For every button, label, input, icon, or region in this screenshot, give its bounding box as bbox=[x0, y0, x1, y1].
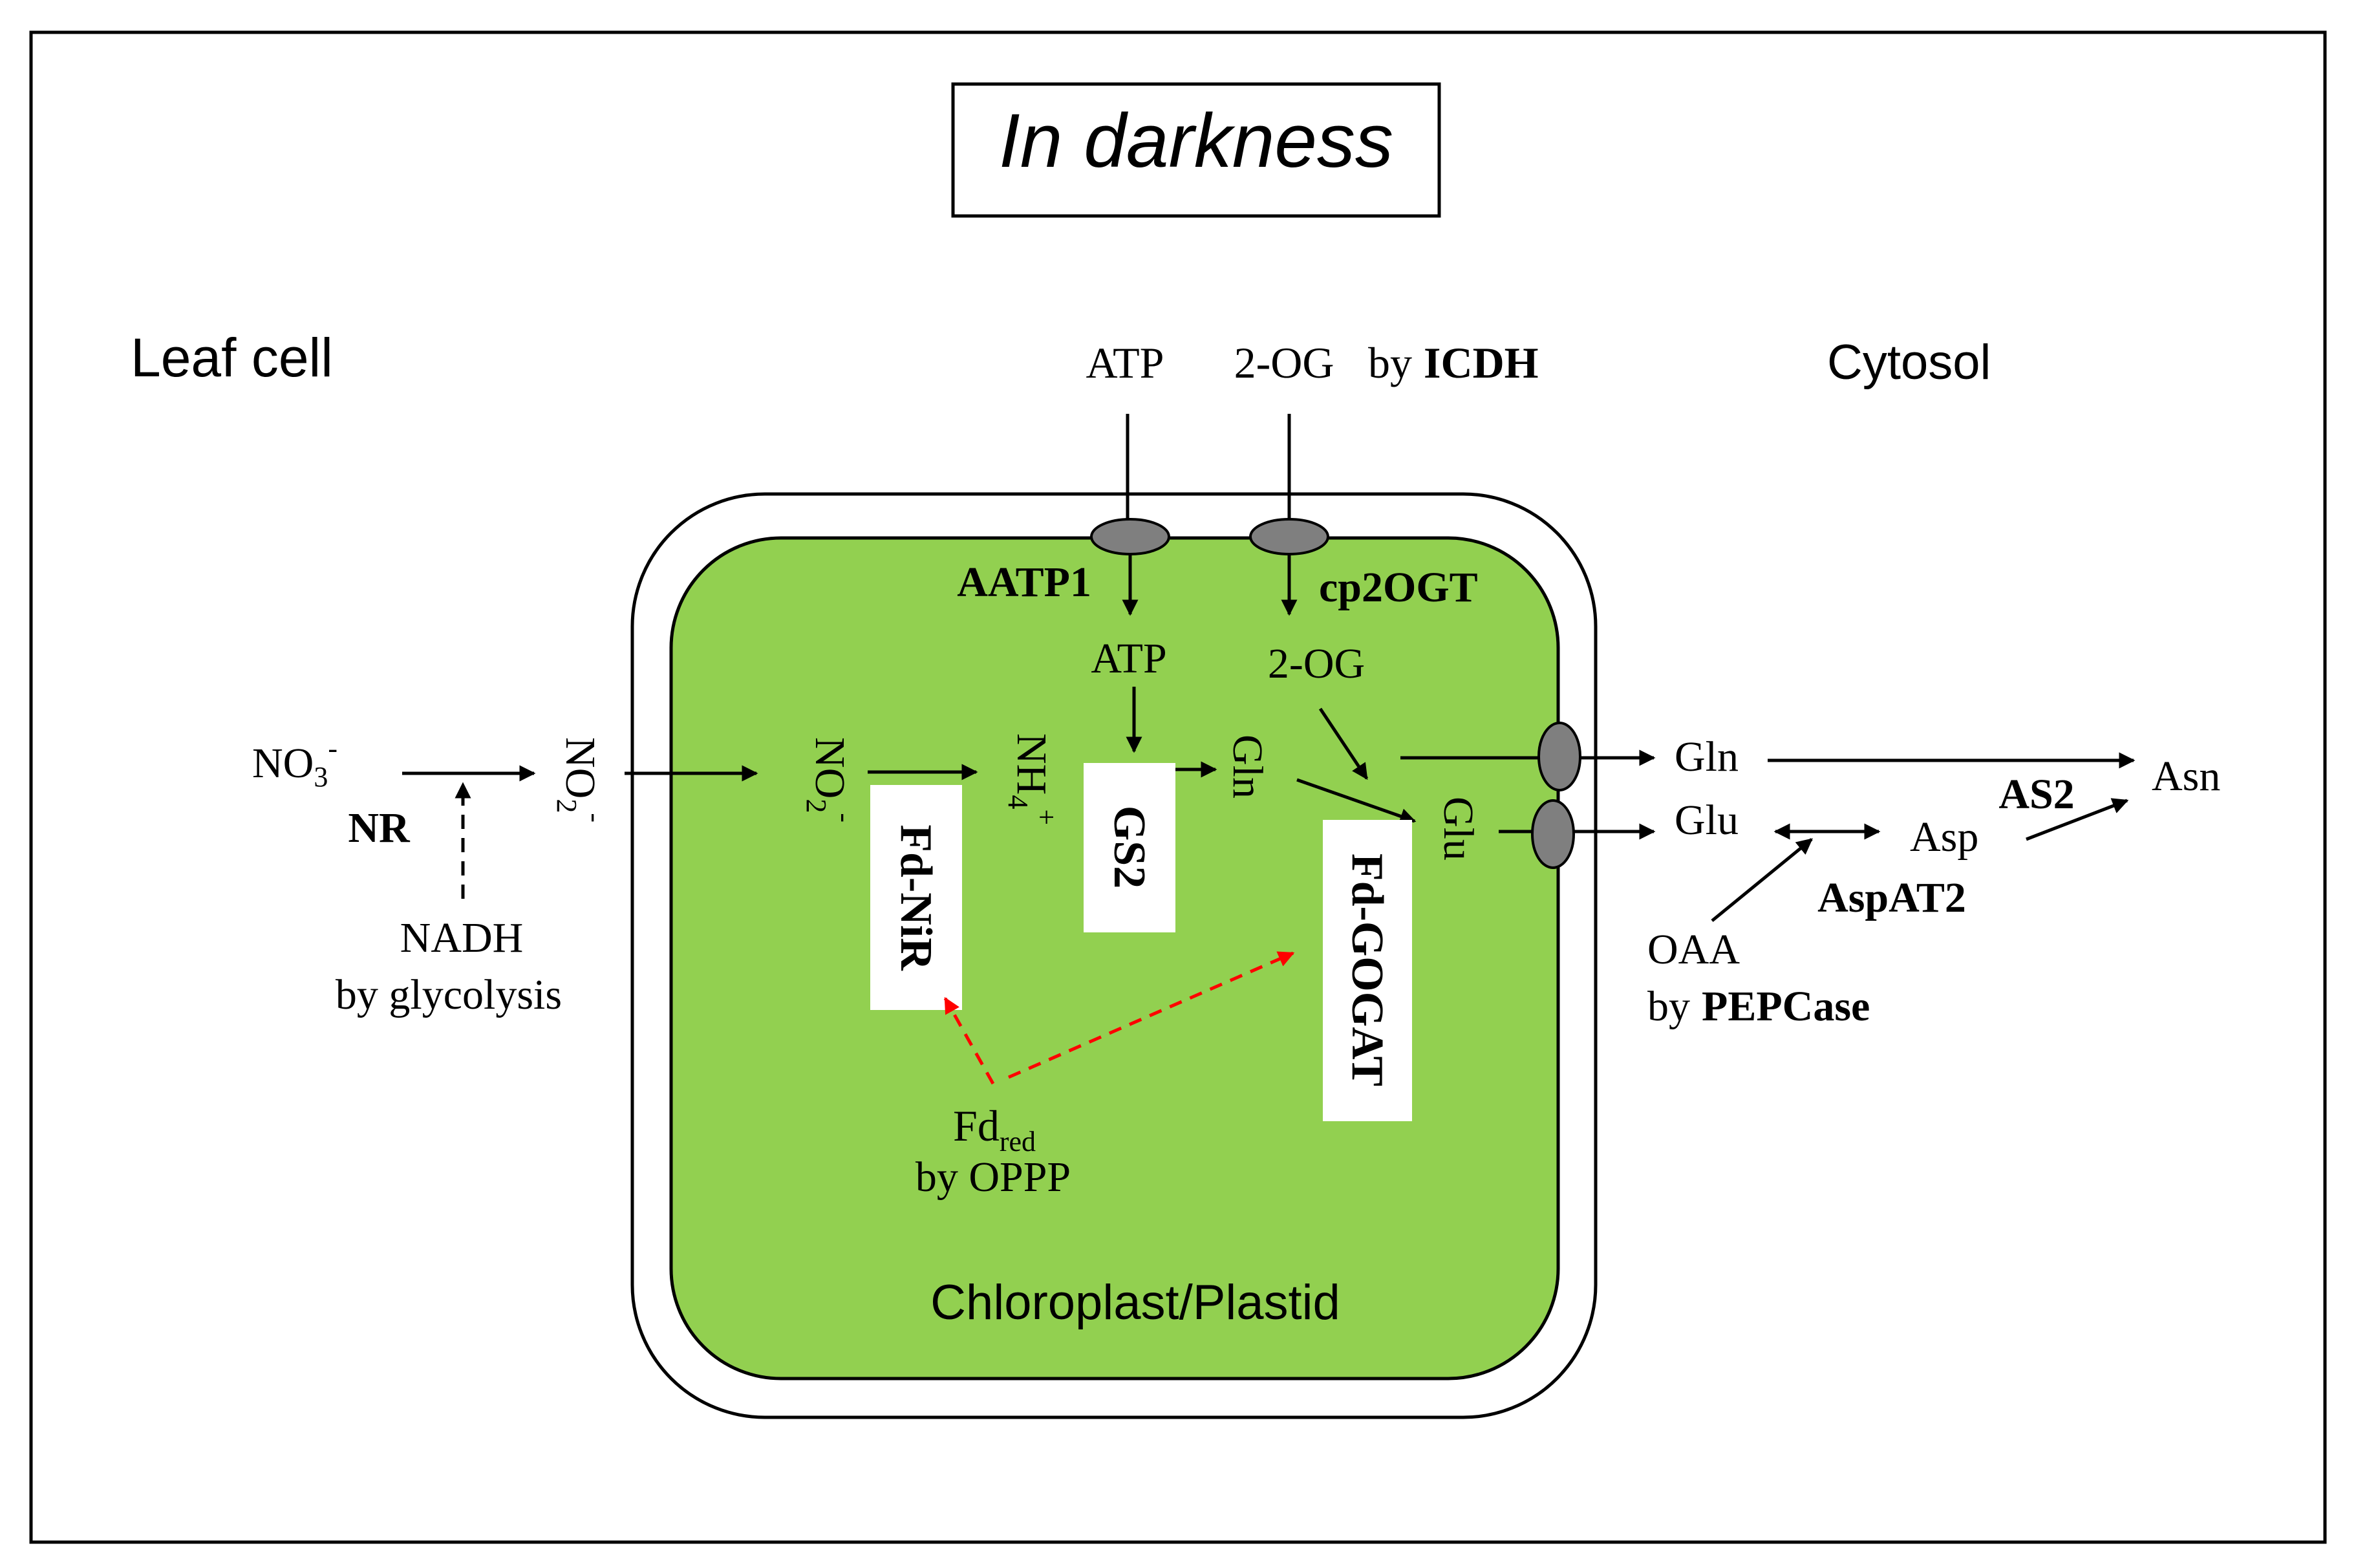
asp-to-asn-arrow bbox=[2026, 798, 2129, 841]
fd-gogat-label: Fd-GOGAT bbox=[1342, 854, 1392, 1086]
fd-red-label: Fdred bbox=[953, 1101, 1036, 1157]
gs2-box bbox=[1084, 763, 1175, 932]
icdh-enzyme: ICDH bbox=[1424, 338, 1539, 387]
no2-plastid-label: NO2- bbox=[800, 737, 861, 822]
cp2ogt-label: cp2OGT bbox=[1319, 564, 1478, 611]
asn-label: Asn bbox=[2152, 753, 2220, 800]
inner-2og: 2-OG bbox=[1268, 640, 1365, 687]
no2-cytosol-label: NO2- bbox=[551, 737, 611, 822]
fd-nir-box bbox=[870, 785, 962, 1010]
leaf-cell-label: Leaf cell bbox=[131, 327, 333, 388]
title: In darkness bbox=[999, 98, 1393, 184]
by-pepcase-label: by PEPCase bbox=[1647, 983, 1870, 1030]
by-pepcase-by: by bbox=[1647, 983, 1690, 1030]
glu-transporter bbox=[1531, 799, 1575, 869]
gln-plastid-label: Gln bbox=[1224, 735, 1271, 799]
top-2og: 2-OG bbox=[1234, 338, 1334, 387]
fd-gogat-box bbox=[1323, 820, 1412, 1121]
cytosol-label: Cytosol bbox=[1827, 335, 1991, 390]
fd-nir-label: Fd-NiR bbox=[891, 824, 941, 971]
fd-to-nir-red-arrow bbox=[943, 996, 995, 1085]
inner-atp: ATP bbox=[1091, 635, 1166, 682]
aatp1-label: AATP1 bbox=[957, 559, 1091, 606]
gln-cytosol-label: Gln bbox=[1675, 733, 1739, 780]
pepcase-enzyme: PEPCase bbox=[1702, 983, 1870, 1030]
asp-label: Asp bbox=[1910, 813, 1978, 861]
title-box bbox=[951, 82, 1441, 218]
oaa-to-aspat-arrow bbox=[1711, 838, 1813, 922]
nadh-label: NADH bbox=[400, 914, 524, 961]
cp2ogt-transporter bbox=[1249, 518, 1329, 555]
fd-to-gogat-red-arrow bbox=[1008, 951, 1295, 1079]
nh4-label: NH4+ bbox=[1002, 733, 1062, 825]
top-by: by bbox=[1368, 338, 1412, 387]
aatp1-transporter bbox=[1090, 518, 1170, 555]
by-oppp-label: by OPPP bbox=[916, 1154, 1071, 1201]
glu-plastid-label: Glu bbox=[1435, 797, 1482, 861]
oaa-label: OAA bbox=[1647, 926, 1740, 973]
top-atp: ATP bbox=[1086, 338, 1164, 387]
aspat2-enzyme: AspAT2 bbox=[1817, 874, 1966, 921]
2og-to-gogat-arrow bbox=[1318, 707, 1369, 780]
nr-enzyme: NR bbox=[348, 804, 411, 852]
gln-transporter bbox=[1537, 722, 1581, 791]
no3-label: NO3- bbox=[252, 733, 337, 793]
chloroplast-label: Chloroplast/Plastid bbox=[930, 1275, 1340, 1330]
gln-to-gogat-arrow bbox=[1296, 778, 1417, 824]
gs2-label: GS2 bbox=[1104, 806, 1154, 888]
as2-enzyme: AS2 bbox=[1998, 771, 2074, 818]
by-glycolysis-label: by glycolysis bbox=[336, 971, 562, 1018]
glu-cytosol-label: Glu bbox=[1675, 797, 1739, 844]
